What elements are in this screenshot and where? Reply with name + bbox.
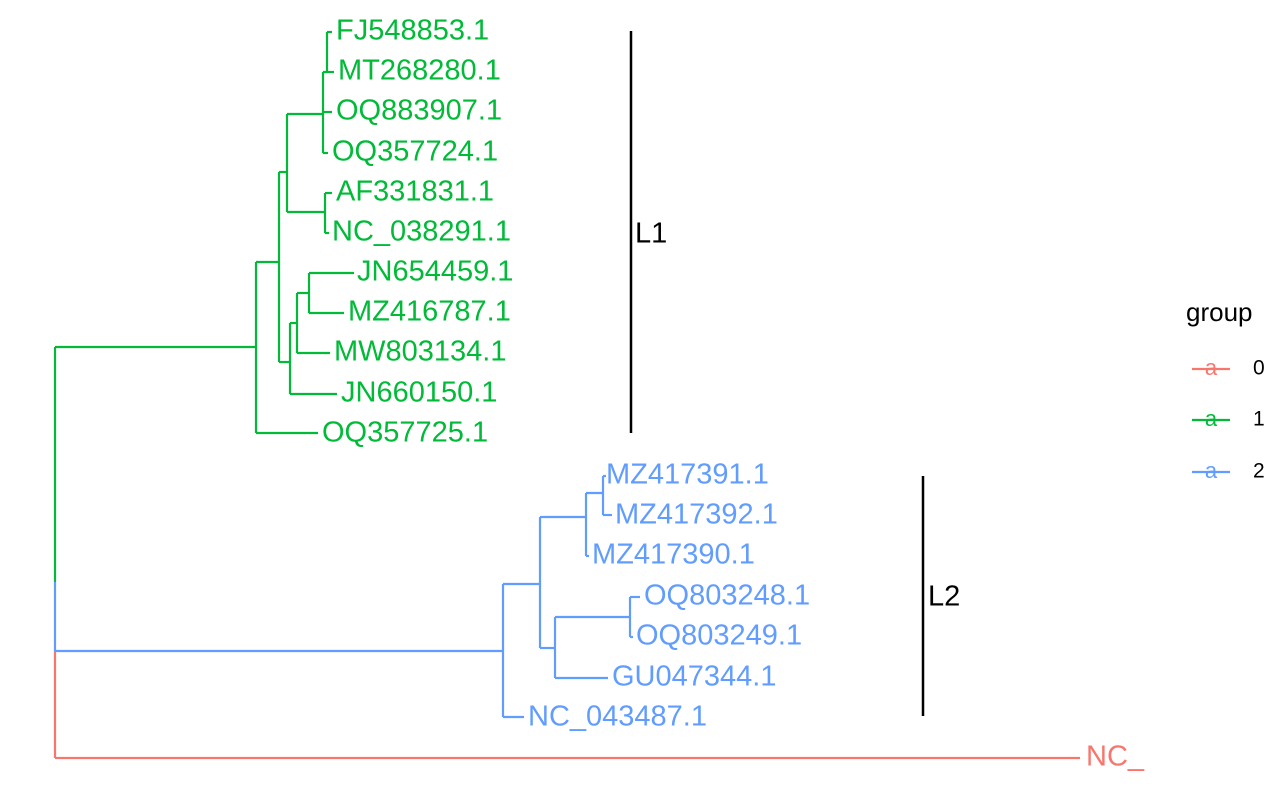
- clade-annotations: L1 L2: [629, 31, 960, 716]
- legend-item-2: a 2: [1192, 458, 1265, 483]
- legend-key-glyph: a: [1205, 355, 1218, 380]
- tip-label: JN654459.1: [357, 256, 513, 288]
- tip-label: MZ417390.1: [592, 539, 755, 571]
- tip-labels: FJ548853.1 MT268280.1 OQ883907.1 OQ35772…: [322, 15, 1145, 773]
- tip-label: OQ357724.1: [332, 136, 498, 168]
- tip-label: OQ803248.1: [644, 580, 810, 612]
- legend-label: 2: [1253, 460, 1265, 483]
- legend-label: 1: [1253, 408, 1265, 431]
- tip-label: MZ417391.1: [606, 459, 769, 491]
- branches-clade-l1: [55, 30, 354, 435]
- legend-key-glyph: a: [1205, 458, 1218, 483]
- clade-label-l1: L1: [635, 218, 667, 250]
- tip-label: OQ357725.1: [322, 417, 488, 449]
- tip-label: GU047344.1: [612, 661, 776, 693]
- legend-item-0: a 0: [1192, 355, 1265, 380]
- legend-title: group: [1186, 297, 1253, 327]
- tip-label: MZ416787.1: [348, 296, 511, 328]
- clade-label-l2: L2: [928, 581, 960, 613]
- tip-label: AF331831.1: [336, 176, 494, 208]
- tip-label: JN660150.1: [341, 377, 497, 409]
- legend-key-glyph: a: [1205, 406, 1218, 431]
- tip-label: MW803134.1: [334, 336, 507, 368]
- tip-label: OQ883907.1: [336, 95, 502, 127]
- legend-item-1: a 1: [1192, 406, 1265, 431]
- branches-root: [53, 347, 1080, 760]
- tip-label: NC_038291.1: [332, 216, 511, 248]
- tip-label: OQ803249.1: [636, 620, 802, 652]
- tip-label: MT268280.1: [338, 55, 501, 87]
- tip-label: FJ548853.1: [336, 15, 489, 47]
- tip-label: MZ417392.1: [615, 499, 778, 531]
- tip-label: NC_: [1086, 741, 1145, 773]
- legend-label: 0: [1253, 357, 1265, 380]
- branches-clade-l2: [55, 474, 640, 719]
- tip-label: NC_043487.1: [528, 701, 707, 733]
- legend: group a 0 a 1 a 2: [1186, 297, 1265, 483]
